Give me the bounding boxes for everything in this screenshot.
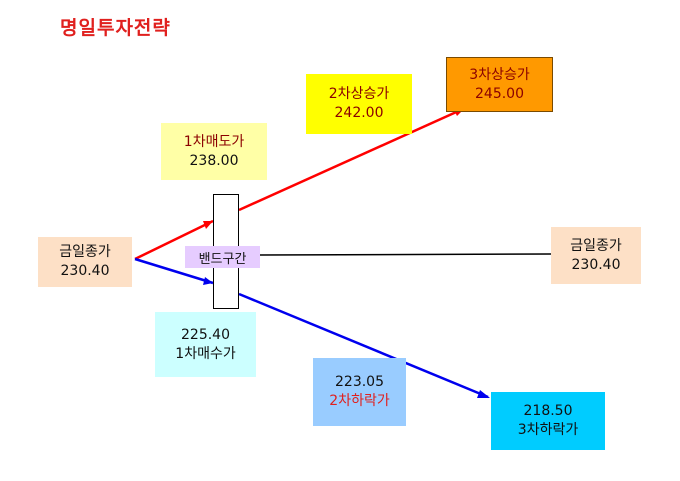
sell-target-1-label: 1차매도가 <box>183 133 245 150</box>
buy-target-3-value: 218.50 <box>523 403 573 419</box>
today-close-right-box: 금일종가 230.40 <box>551 227 641 284</box>
sell-target-3-box: 3차상승가 245.00 <box>446 57 553 112</box>
buy-target-1-value: 225.40 <box>181 326 230 343</box>
buy-target-2-label: 2차하락가 <box>329 393 390 409</box>
down-line-to-band <box>134 257 214 285</box>
today-close-left-label: 금일종가 <box>59 244 111 260</box>
today-close-right-value: 230.40 <box>571 256 621 273</box>
today-close-right-label: 금일종가 <box>570 237 622 254</box>
page-title: 명일투자전략 <box>60 17 171 39</box>
band-label: 밴드구간 <box>185 246 260 268</box>
sell-target-2-box: 2차상승가 242.00 <box>306 74 412 134</box>
down-line-to-target <box>238 292 489 399</box>
up-arrow-1 <box>203 221 213 229</box>
today-close-left-value: 230.40 <box>60 263 110 279</box>
up-line-to-target <box>238 107 464 212</box>
up-line-to-band <box>134 219 214 261</box>
mid-line <box>259 253 552 256</box>
buy-target-2-value: 223.05 <box>335 374 384 390</box>
buy-target-1-box: 225.40 1차매수가 <box>155 312 256 377</box>
sell-target-1-value: 238.00 <box>189 152 239 169</box>
sell-target-2-value: 242.00 <box>334 105 384 121</box>
down-arrow-1 <box>203 277 213 285</box>
sell-target-3-label: 3차상승가 <box>469 66 530 83</box>
sell-target-2-label: 2차상승가 <box>328 86 390 102</box>
today-close-left-box: 금일종가 230.40 <box>38 237 132 287</box>
buy-target-3-label: 3차하락가 <box>517 422 579 438</box>
down-arrow-2 <box>477 390 490 398</box>
buy-target-2-box: 223.05 2차하락가 <box>313 358 406 426</box>
sell-target-3-value: 245.00 <box>475 85 524 102</box>
sell-target-1-box: 1차매도가 238.00 <box>161 123 267 180</box>
buy-target-1-label: 1차매수가 <box>175 345 236 362</box>
buy-target-3-box: 218.50 3차하락가 <box>491 392 605 450</box>
